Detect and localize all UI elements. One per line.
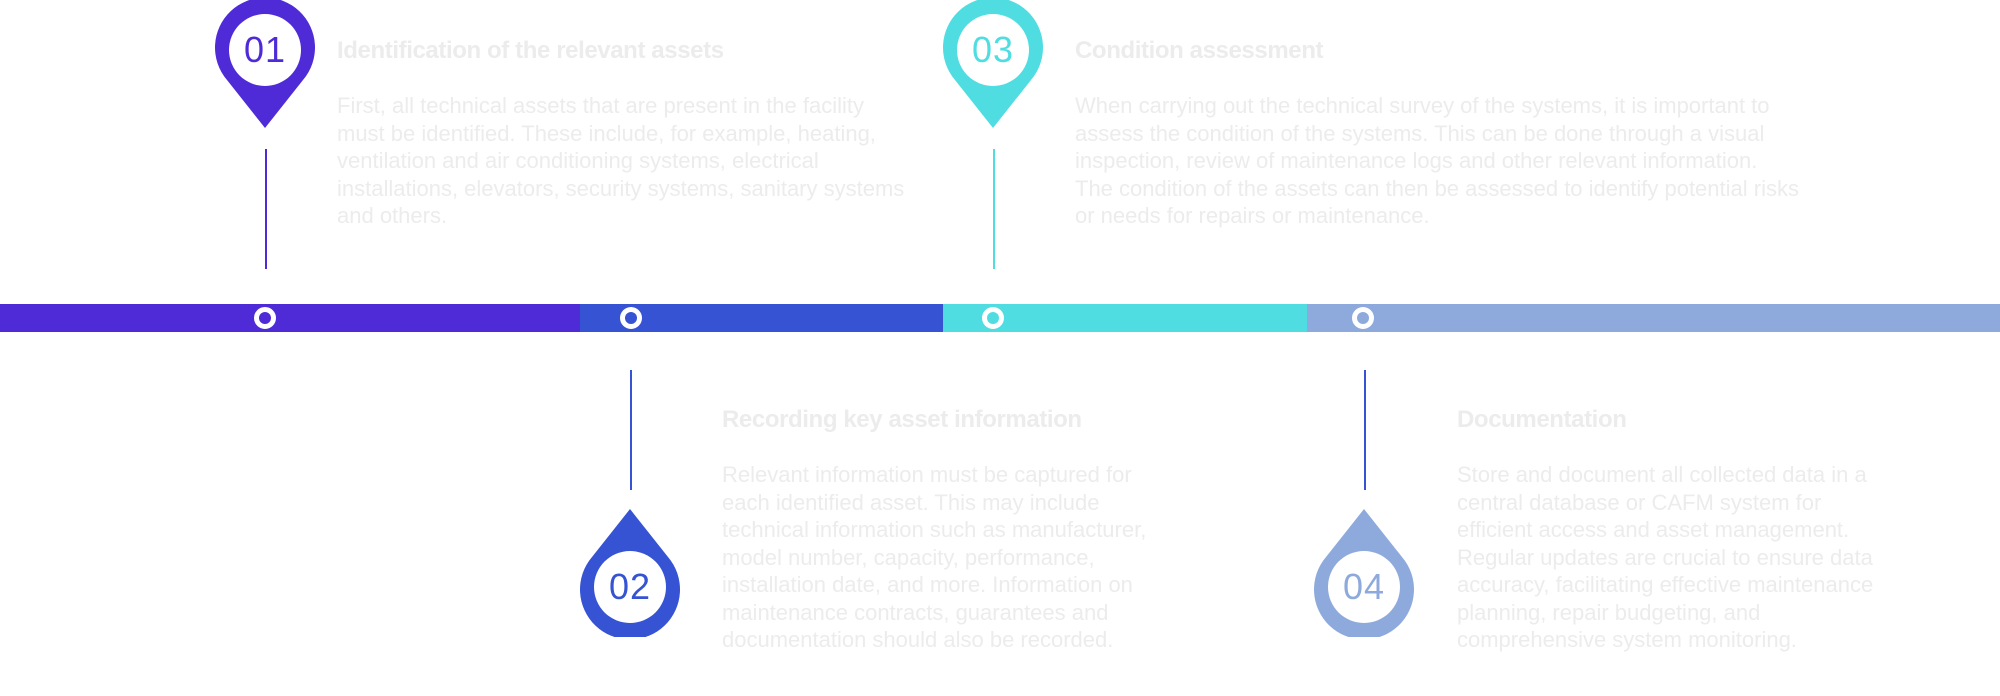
timeline-segment-4 [1307,304,2000,332]
map-pin-icon: 01 [215,0,315,130]
step-number-1: 01 [243,29,287,70]
connector-line-2 [630,370,632,490]
step-description-3: When carrying out the technical survey o… [1075,93,1799,228]
drop-pin-icon: 04 [1314,507,1414,637]
step-number-4: 04 [1342,566,1386,607]
step-description-2: Relevant information must be captured fo… [722,462,1147,652]
step-title-4: Documentation [1457,406,1627,433]
drop-pin-icon: 02 [580,507,680,637]
step-title-1: Identification of the relevant assets [337,37,724,64]
step-description-4: Store and document all collected data in… [1457,462,1874,652]
step-description-1: First, all technical assets that are pre… [337,93,905,228]
connector-line-1 [265,149,267,269]
timeline-node-2 [620,307,642,329]
step-title-2: Recording key asset information [722,406,1082,433]
step-number-3: 03 [971,29,1015,70]
step-title-3: Condition assessment [1075,37,1324,64]
connector-line-4 [1364,370,1366,490]
step-number-2: 02 [608,566,652,607]
timeline-node-1 [254,307,276,329]
timeline-node-4 [1352,307,1374,329]
timeline-node-3 [982,307,1004,329]
timeline-segment-1 [0,304,580,332]
connector-line-3 [993,149,995,269]
map-pin-icon: 03 [943,0,1043,130]
